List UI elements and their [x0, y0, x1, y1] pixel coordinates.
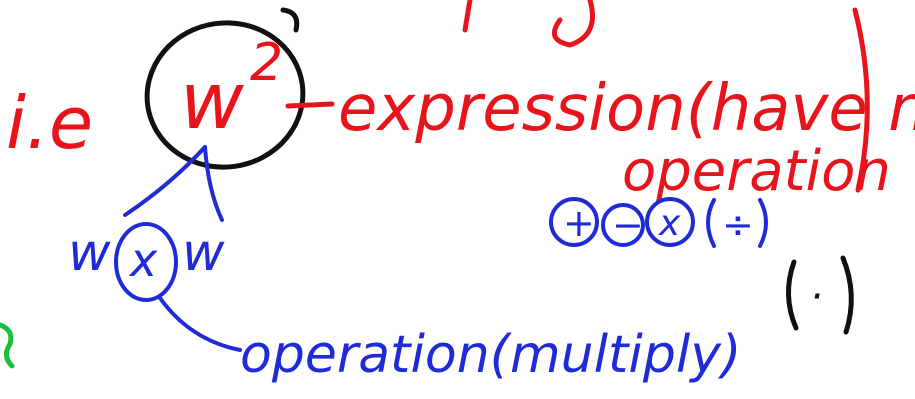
black-left-paren	[785, 259, 799, 331]
ie-prefix: i.e	[6, 81, 93, 165]
black-right-paren	[840, 255, 854, 335]
tree-branch-left	[123, 145, 207, 217]
right-operand: w	[182, 223, 225, 283]
minus-circle	[601, 203, 645, 247]
dash-connector	[285, 101, 335, 109]
minus-symbol: −	[612, 203, 644, 247]
operation-connector	[158, 296, 242, 352]
operation-multiply-label: operation(multiply)	[240, 325, 741, 385]
divide-symbol: ÷	[722, 203, 754, 247]
tree-branch-right	[203, 145, 224, 222]
black-dot: ·	[810, 274, 823, 320]
expression-label: expression(have math	[338, 72, 915, 146]
plus-circle	[549, 197, 599, 247]
cropped-green-stroke	[0, 322, 15, 369]
cropped-red-stroke-2	[551, 0, 595, 48]
times-symbol: x	[658, 203, 681, 244]
term-base: w	[180, 57, 244, 147]
cropped-black-stroke	[280, 7, 300, 33]
operator-circle	[114, 222, 178, 302]
term-circle	[144, 20, 306, 170]
plus-symbol: +	[563, 201, 595, 245]
divide-right-paren	[758, 198, 768, 248]
times-circle	[645, 197, 695, 247]
right-parenthesis	[852, 7, 870, 193]
left-operand: w	[68, 223, 111, 283]
cropped-red-stroke-1	[462, 0, 473, 33]
divide-left-paren	[706, 198, 716, 248]
operation-label-red: operation	[622, 139, 891, 204]
term-exponent: 2	[250, 33, 283, 93]
operator-symbol: x	[128, 233, 158, 287]
